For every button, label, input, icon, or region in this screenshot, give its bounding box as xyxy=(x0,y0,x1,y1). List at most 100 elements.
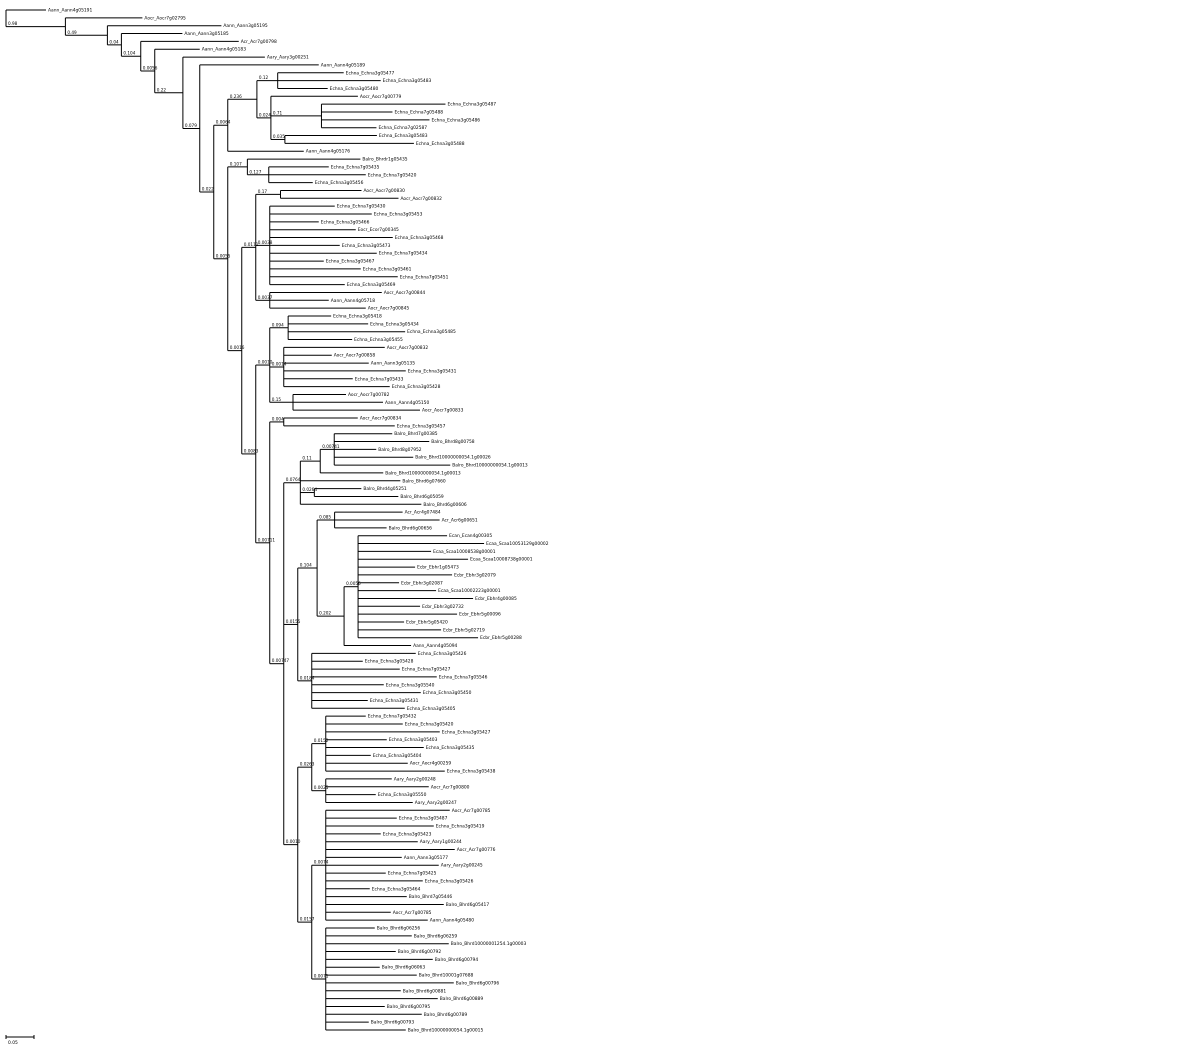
leaf-label: Eocr_Ecor7g00345 xyxy=(358,227,399,233)
leaf-label: Balro_Bhrd7g00385 xyxy=(394,431,438,437)
support-value-label: 0.15 xyxy=(272,397,282,402)
support-value-label: 0.079 xyxy=(185,123,197,128)
leaf-label: Ecbr_Ebhr5g00288 xyxy=(480,635,522,641)
leaf-label: Echna_Echna3g05435 xyxy=(426,745,475,751)
tree-labels: Aann_Aann4g051910.98Aocr_Aocr7g027950.49… xyxy=(8,8,549,1034)
leaf-label: Echna_Echna3g05461 xyxy=(363,266,412,272)
leaf-label: Balro_Bhrd6g00789 xyxy=(424,1012,468,1018)
leaf-label: Echna_Echna3g05405 xyxy=(407,706,456,712)
leaf-label: Echna_Echna3g05488 xyxy=(416,141,465,147)
support-value-label: 0.0064 xyxy=(216,120,231,125)
support-value-label: 0.236 xyxy=(230,94,242,99)
leaf-label: Aocr_Aocr4g00259 xyxy=(410,761,452,767)
leaf-label: Ecaa_Scaa10008538g00001 xyxy=(433,549,496,555)
leaf-label: Aann_Aann3g05135 xyxy=(371,361,415,367)
leaf-label: Echna_Echna3g05473 xyxy=(342,243,391,249)
leaf-label: Echna_Echna3g05434 xyxy=(370,321,419,327)
support-value-label: 0.0155 xyxy=(286,619,301,624)
leaf-label: Ecbr_Ebhr5g00096 xyxy=(459,612,501,618)
scale-bar-label: 0.05 xyxy=(8,1040,18,1046)
support-value-label: 0.22 xyxy=(157,87,167,92)
leaf-label: Balro_Bhrd10001g07688 xyxy=(419,973,474,979)
support-value-label: 0.0038 xyxy=(258,240,273,245)
scale-bar: 0.05 xyxy=(5,1035,35,1046)
support-value-label: 0.0074 xyxy=(314,860,329,865)
support-value-label: 0.0264 xyxy=(302,487,317,492)
support-value-label: 0.0010 xyxy=(286,839,301,844)
leaf-label: Echna_Echna3g05438 xyxy=(447,769,496,775)
leaf-label: Echna_Echna3g05426 xyxy=(425,878,474,884)
leaf-label: Echna_Echna3g05427 xyxy=(442,729,491,735)
leaf-label: Ecbr_Ebhr3g02087 xyxy=(401,580,443,586)
leaf-label: Echna_Echna7g02587 xyxy=(378,125,427,131)
leaf-label: Ecbr_Ebhr3g02079 xyxy=(454,572,496,578)
leaf-label: Aann_Aann4g05094 xyxy=(413,643,457,649)
leaf-label: Aary_Aary2g00245 xyxy=(441,863,483,869)
leaf-label: Echna_Echna3g05431 xyxy=(408,368,457,374)
leaf-label: Balro_Bhrd10000000054.1g00013 xyxy=(385,470,461,476)
leaf-label: Aocr_Aocr7g00845 xyxy=(368,306,410,312)
leaf-label: Balro_Bhrd6g00795 xyxy=(387,1004,431,1010)
leaf-label: Ecaa_Scaa10008738g00001 xyxy=(470,557,533,563)
support-value-label: 0.12 xyxy=(259,75,269,80)
leaf-label: Aocr_Acr7g00776 xyxy=(457,847,496,853)
leaf-label: Echna_Echna3g05419 xyxy=(436,824,485,830)
leaf-label: Echna_Echna7g05420 xyxy=(368,172,417,178)
leaf-label: Echna_Echna3g05456 xyxy=(315,180,364,186)
support-value-label: 0.0056 xyxy=(346,581,361,586)
leaf-label: Aocr_Aocr7g00832 xyxy=(387,345,429,351)
leaf-label: Echna_Echna3g05483 xyxy=(379,133,428,139)
leaf-label: Echna_Echna3g05428 xyxy=(392,384,441,390)
leaf-label: Aary_Aary2g00247 xyxy=(415,800,457,806)
leaf-label: Aocr_Aocr7g00832 xyxy=(400,196,442,202)
leaf-label: Echna_Echna3g05487 xyxy=(399,816,448,822)
support-value-label: 0.0056 xyxy=(143,66,158,71)
leaf-label: Balro_Bhrd6g00889 xyxy=(440,996,484,1002)
leaf-label: Aann_Aann4g05718 xyxy=(331,298,375,304)
support-value-label: 0.49 xyxy=(67,30,77,35)
support-value-label: 0.107 xyxy=(230,161,242,166)
leaf-label: Balro_Bhrd6g00606 xyxy=(423,502,467,508)
support-value-label: 0.0764 xyxy=(286,477,301,482)
leaf-label: Aocr_Aocr7g00779 xyxy=(360,94,402,100)
leaf-label: Echna_Echna7g05435 xyxy=(331,164,380,170)
leaf-label: Echna_Echna3g05403 xyxy=(389,737,438,743)
support-value-label: 0.00747 xyxy=(272,658,290,663)
leaf-label: Echna_Echna3g05428 xyxy=(365,659,414,665)
support-value-label: 0.00711 xyxy=(258,537,276,542)
leaf-label: Balro_Bhrd6g06259 xyxy=(414,933,458,939)
leaf-label: Balro_Bhrd10000000054.1g00015 xyxy=(408,1028,484,1034)
leaf-label: Echna_Echna3g05480 xyxy=(330,86,379,92)
leaf-label: Aocr_Aocr7g00782 xyxy=(348,392,390,398)
leaf-label: Aann_Aann4g05480 xyxy=(430,918,474,924)
support-value-label: 0.11 xyxy=(302,456,312,461)
support-value-label: 0.71 xyxy=(273,110,283,115)
support-value-label: 0.094 xyxy=(272,322,284,327)
leaf-label: Ecbr_Ebhr4g00085 xyxy=(475,596,517,602)
leaf-label: Acr_Acr7g00798 xyxy=(241,39,277,45)
leaf-label: Ecbr_Ebhr1g05473 xyxy=(417,565,459,571)
tree-branches xyxy=(5,9,485,1031)
support-value-label: 0.035 xyxy=(273,134,285,139)
leaf-label: Aann_Aann4g05150 xyxy=(385,400,429,406)
support-value-label: 0.104 xyxy=(123,51,135,56)
leaf-label: Echna_Echna3g05420 xyxy=(405,722,454,728)
leaf-label: Echna_Echna3g05550 xyxy=(378,792,427,798)
support-value-label: 0.0111 xyxy=(244,242,259,247)
leaf-label: Acr_Acr4g07484 xyxy=(405,510,441,516)
leaf-label: Acr_Acr6g00651 xyxy=(442,518,478,524)
leaf-label: Echna_Echna3g05418 xyxy=(333,314,382,320)
leaf-label: Echna_Echna7g05432 xyxy=(368,714,417,720)
leaf-label: Aann_Aann4g05183 xyxy=(202,47,246,53)
leaf-label: Echna_Echna7g05434 xyxy=(379,251,428,257)
leaf-label: Balro_Bhrd4g05251 xyxy=(363,486,407,492)
leaf-label: Aann_Aann3g05177 xyxy=(404,855,448,861)
support-value-label: 0.0071 xyxy=(314,974,329,979)
leaf-label: Aocr_Aocr7g00834 xyxy=(360,416,402,422)
leaf-label: Echna_Echna3g05483 xyxy=(383,78,432,84)
leaf-label: Echna_Echna3g05477 xyxy=(346,70,395,76)
leaf-label: Aocr_Aocr7g00844 xyxy=(384,290,426,296)
leaf-label: Echna_Echna3g05485 xyxy=(407,329,456,335)
support-value-label: 0.98 xyxy=(8,21,18,26)
